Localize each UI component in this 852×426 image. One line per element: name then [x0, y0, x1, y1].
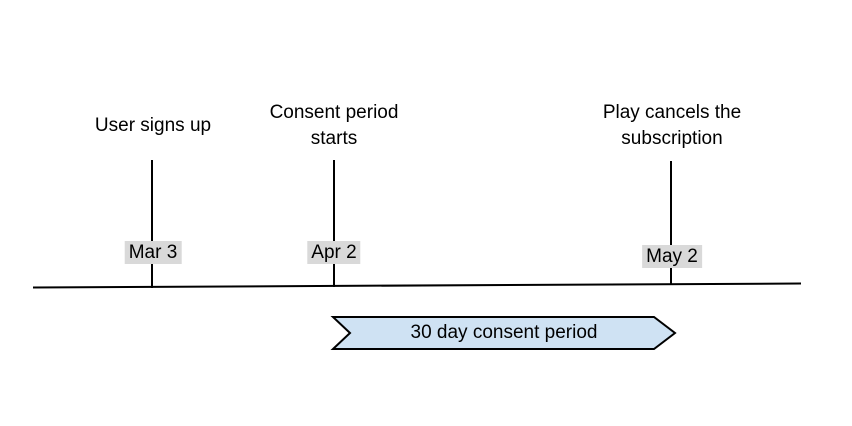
event-date-label: Mar 3 — [124, 241, 182, 264]
event-title: Play cancels the subscription — [602, 102, 742, 149]
banner-label: 30 day consent period — [410, 322, 598, 343]
event-marker-line — [151, 160, 153, 288]
event-title: User signs up — [94, 115, 212, 136]
event-title: Consent period starts — [269, 102, 399, 149]
event-marker-line — [333, 160, 335, 287]
event-date-label: May 2 — [642, 245, 702, 268]
event-marker-line — [670, 161, 672, 284]
timeline-axis — [32, 282, 802, 289]
event-date-label: Apr 2 — [307, 241, 361, 264]
